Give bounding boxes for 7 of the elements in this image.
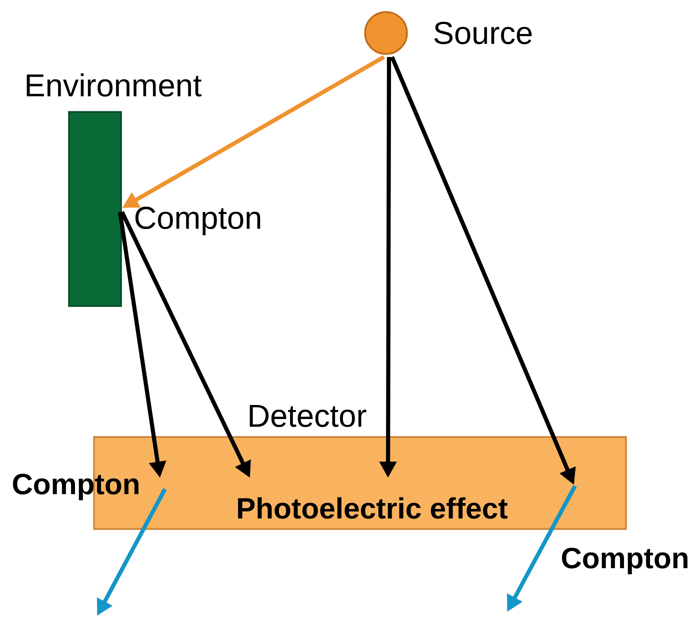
node-label: Environment [26, 73, 202, 97]
source-label: Source [434, 22, 532, 44]
interaction-label: Compton [135, 206, 260, 236]
interaction-label: Compton [562, 548, 688, 574]
source-circle [364, 11, 408, 55]
detector-label: Detector [250, 404, 366, 428]
effect-label: Photoelectric effect [238, 497, 508, 519]
